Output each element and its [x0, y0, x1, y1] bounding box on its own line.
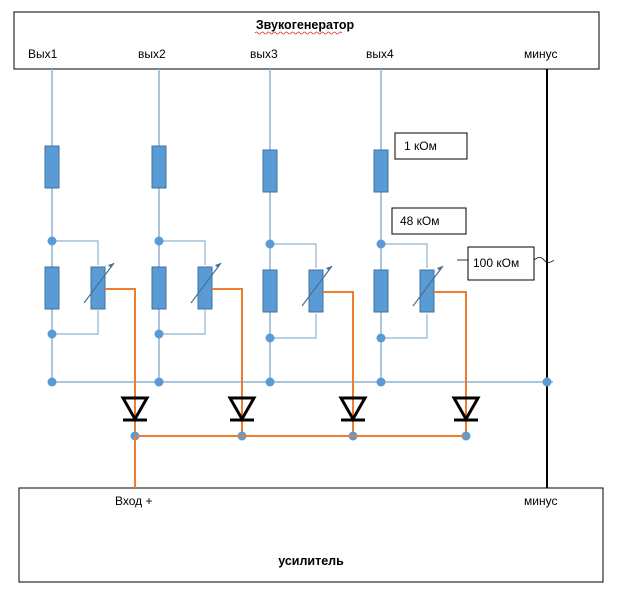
- output-label-1: Вых1: [28, 47, 58, 61]
- wire-pot-top-2: [159, 240, 206, 265]
- wire-pot-bottom-4: [381, 314, 428, 339]
- svg-text:48 кОм: 48 кОм: [400, 214, 440, 228]
- node-bottom-3: [265, 333, 275, 343]
- diode-1: [120, 396, 150, 423]
- signal-wire-4: [434, 291, 467, 436]
- node-top-2: [154, 236, 164, 246]
- wire-pot-top-3: [270, 243, 317, 268]
- wire-pot-top-1: [52, 240, 99, 265]
- svg-text:100 кОм: 100 кОм: [473, 256, 519, 270]
- amplifier-minus-label: минус: [524, 494, 557, 508]
- pot-arrow-head-1: [108, 263, 114, 268]
- signal-wire-1: [105, 288, 136, 436]
- node-ground-1: [47, 377, 57, 387]
- callout-1k: 1 кОм: [394, 132, 468, 160]
- potentiometer-2: [197, 266, 213, 310]
- amplifier-title: усилитель: [278, 554, 344, 568]
- wire-pot-bottom-3: [270, 314, 317, 339]
- generator-title: Звукогенератор: [256, 18, 355, 32]
- pot-arrow-head-2: [215, 263, 221, 268]
- node-bottom-2: [154, 329, 164, 339]
- wire-pot-bottom-2: [159, 310, 206, 335]
- node-bottom-1: [47, 329, 57, 339]
- amplifier-input-label: Вход +: [115, 494, 153, 508]
- pot-arrow-3: [301, 265, 333, 307]
- signal-wire-3: [323, 291, 354, 436]
- resistor-48k-2: [151, 266, 167, 310]
- pot-arrow-head-3: [326, 266, 332, 271]
- resistor-1k-3: [262, 149, 278, 193]
- node-ground-4: [376, 377, 386, 387]
- resistor-48k-3: [262, 269, 278, 313]
- diode-2: [227, 396, 257, 423]
- resistor-1k-4: [373, 149, 389, 193]
- node-ground-2: [154, 377, 164, 387]
- node-top-4: [376, 239, 386, 249]
- spellcheck-underline: [254, 31, 343, 35]
- node-ground-3: [265, 377, 275, 387]
- node-top-3: [265, 239, 275, 249]
- potentiometer-3: [308, 269, 324, 313]
- wire-pot-top-4: [381, 243, 428, 268]
- output-label-4: вых4: [366, 47, 394, 61]
- potentiometer-1: [90, 266, 106, 310]
- pot-arrow-head-4: [437, 266, 443, 271]
- callout-48k: 48 кОм: [391, 207, 467, 235]
- ground-junction: [542, 377, 552, 387]
- generator-minus-label: минус: [524, 47, 557, 61]
- svg-text:1 кОм: 1 кОм: [404, 139, 437, 153]
- resistor-1k-2: [151, 145, 167, 189]
- pot-arrow-4: [412, 265, 444, 307]
- resistor-48k-4: [373, 269, 389, 313]
- potentiometer-4: [419, 269, 435, 313]
- output-label-2: вых2: [138, 47, 166, 61]
- amplifier-box: [18, 487, 604, 583]
- node-bottom-4: [376, 333, 386, 343]
- generator-box: [13, 11, 600, 70]
- diode-4: [451, 396, 481, 423]
- pot-arrow-2: [190, 262, 222, 304]
- callout-100k: 100 кОм: [457, 246, 555, 281]
- diode-3: [338, 396, 368, 423]
- signal-wire-2: [212, 288, 243, 436]
- wire-pot-bottom-1: [52, 310, 99, 335]
- resistor-48k-1: [44, 266, 60, 310]
- resistor-1k-1: [44, 145, 60, 189]
- output-label-3: вых3: [250, 47, 278, 61]
- pot-arrow-1: [83, 262, 115, 304]
- channels: [44, 69, 481, 441]
- node-top-1: [47, 236, 57, 246]
